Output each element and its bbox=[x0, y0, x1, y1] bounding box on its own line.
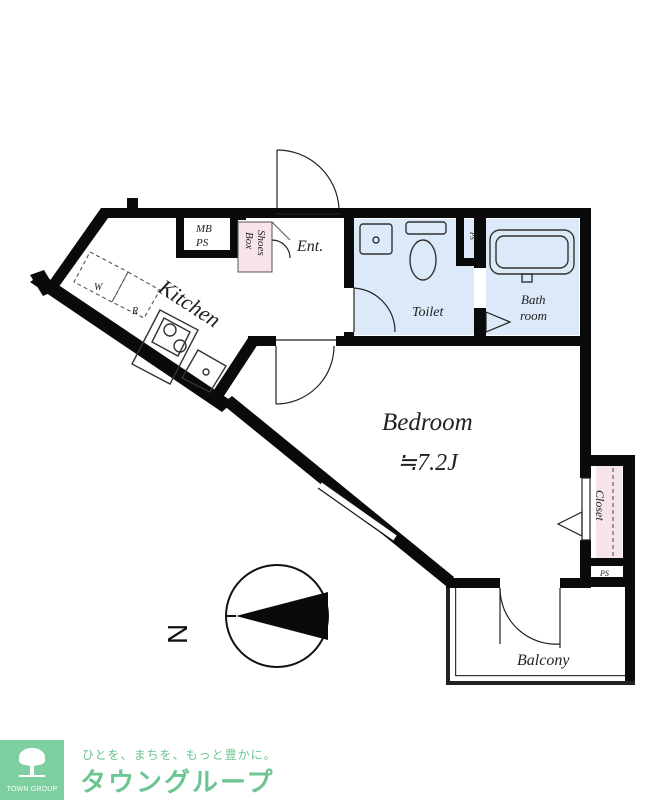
label-ps-small: PS bbox=[599, 569, 609, 578]
label-entrance: Ent. bbox=[296, 238, 323, 255]
balcony-railing bbox=[446, 588, 635, 685]
brand-tagline: ひとを、まちを、もっと豊かに。 bbox=[82, 748, 277, 762]
closet-floor bbox=[596, 466, 622, 558]
label-bath: Bath bbox=[521, 292, 546, 307]
entrance-door bbox=[276, 149, 340, 215]
north-compass: N bbox=[162, 564, 329, 668]
shoes-box bbox=[237, 221, 291, 273]
tree-icon bbox=[19, 748, 45, 777]
label-fridge: R bbox=[131, 306, 138, 317]
label-mb: MB bbox=[195, 223, 212, 235]
bathtub bbox=[489, 229, 575, 283]
label-kitchen: Kitchen bbox=[153, 274, 225, 333]
label-bedroom: Bedroom bbox=[382, 409, 473, 436]
balcony-door bbox=[499, 587, 561, 648]
closet-door bbox=[556, 477, 591, 541]
label-closet: Closet bbox=[593, 490, 607, 521]
label-balcony: Balcony bbox=[517, 652, 570, 669]
logo-badge: TOWN GROUP bbox=[0, 740, 64, 800]
label-bedroom-size: ≒7.2J bbox=[397, 450, 459, 476]
brand-footer: TOWN GROUP ひとを、まちを、もっと豊かに。 タウングループ bbox=[0, 740, 668, 800]
label-toilet: Toilet bbox=[412, 305, 444, 320]
label-shoes: Shoes bbox=[255, 230, 267, 256]
label-room: room bbox=[520, 308, 547, 323]
label-ps: PS bbox=[195, 237, 209, 249]
label-box: Box bbox=[243, 232, 255, 249]
kitchen-appliances bbox=[73, 251, 227, 393]
toilet-door bbox=[353, 287, 396, 333]
brand-name: タウングループ bbox=[80, 768, 275, 798]
label-ps-vertical: PS bbox=[468, 231, 476, 240]
bath-door bbox=[485, 311, 512, 333]
logo-subtitle: TOWN GROUP bbox=[6, 786, 58, 793]
bedroom-door bbox=[275, 339, 336, 405]
label-washer: W bbox=[94, 282, 104, 293]
compass-north-label: N bbox=[162, 624, 193, 644]
toilet-fixtures bbox=[359, 221, 447, 281]
